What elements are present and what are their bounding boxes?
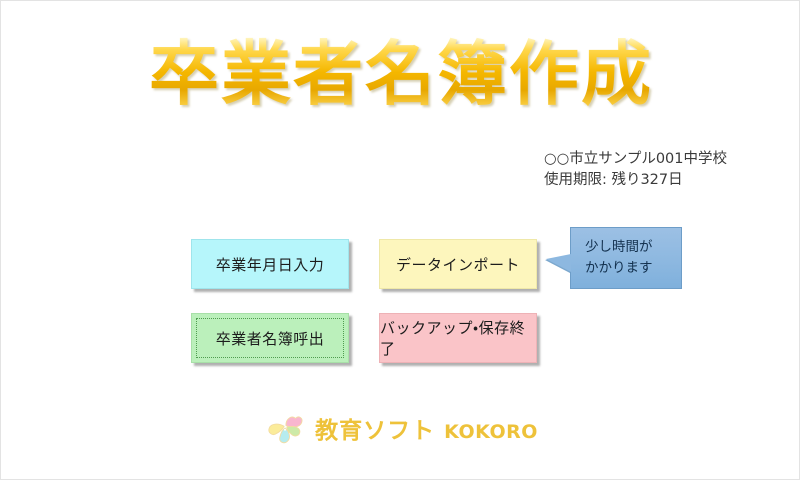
- backup-save-exit-button[interactable]: バックアップ・保存終了: [379, 313, 537, 363]
- callout-line-1: 少し時間が: [585, 239, 653, 256]
- import-duration-callout: 少し時間が かかります: [546, 227, 682, 289]
- page-title-container: 卒業者名簿作成: [1, 33, 799, 115]
- backup-save-exit-label: バックアップ・保存終了: [380, 319, 526, 358]
- graduate-roster-open-button[interactable]: 卒業者名簿呼出: [191, 313, 349, 363]
- school-info-block: ○○市立サンプル001中学校 使用期限: 残り327日: [544, 149, 727, 190]
- data-import-button[interactable]: データインポート: [379, 239, 537, 289]
- brand-name: 教育ソフト KOKORO: [315, 411, 538, 445]
- license-expiry-label: 使用期限: 残り327日: [543, 171, 683, 188]
- footer-branding: 教育ソフト KOKORO: [1, 407, 799, 449]
- graduation-date-entry-label: 卒業年月日入力: [215, 255, 325, 274]
- brand-name-jp: 教育ソフト: [315, 418, 445, 444]
- callout-line-2: かかります: [585, 260, 653, 276]
- brand-name-latin: KOKORO: [444, 421, 538, 443]
- graduation-date-entry-button[interactable]: 卒業年月日入力: [191, 239, 349, 289]
- callout-tail-icon: [546, 254, 571, 272]
- graduate-roster-open-label: 卒業者名簿呼出: [215, 329, 325, 348]
- clover-flower-icon: [268, 416, 303, 444]
- school-name-label: ○○市立サンプル001中学校: [543, 151, 727, 167]
- data-import-label: データインポート: [395, 255, 520, 274]
- page-title: 卒業者名簿作成: [149, 33, 653, 115]
